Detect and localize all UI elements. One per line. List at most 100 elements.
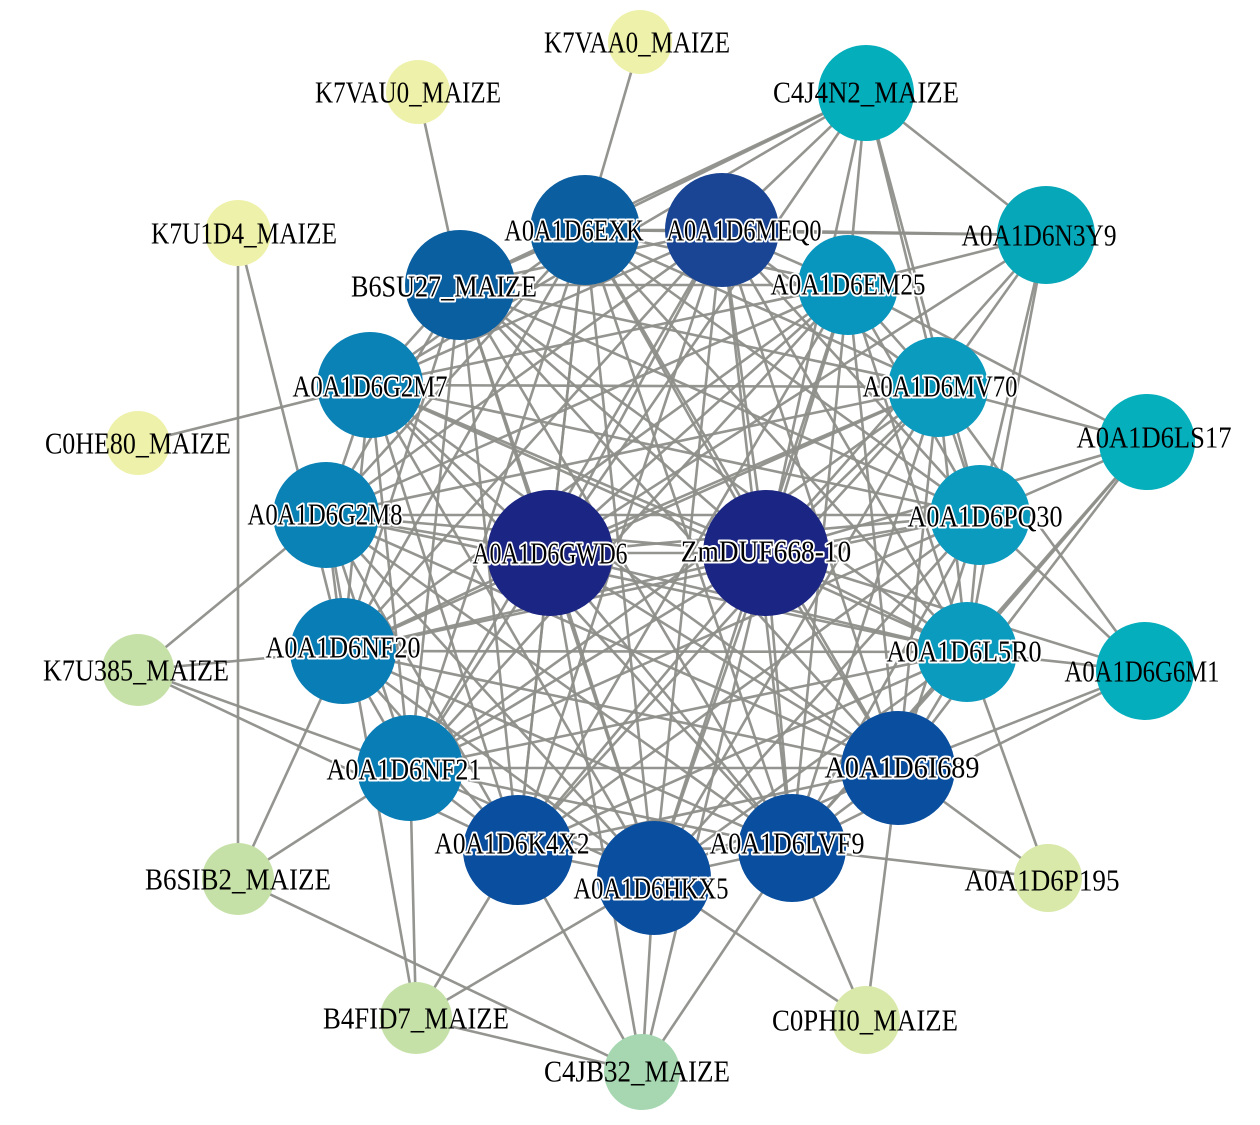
node-C4J4N2[interactable] <box>818 45 914 141</box>
edge-MEQ0-I689 <box>720 229 900 769</box>
node-label-LVF9: A0A1D6LVF9 <box>710 826 865 861</box>
edge-NF20-L5R0 <box>342 649 968 654</box>
node-B6SIB2[interactable] <box>202 843 274 915</box>
node-label-G6M1: A0A1D6G6M1 <box>1065 654 1220 689</box>
edge-MEQ0-L5R0 <box>720 229 969 653</box>
node-K4X2[interactable] <box>463 795 573 905</box>
node-C4JB32[interactable] <box>604 1034 680 1110</box>
node-I689[interactable] <box>841 711 955 825</box>
node-B6SU27[interactable] <box>405 230 515 340</box>
node-label-HKX5: A0A1D6HKX5 <box>574 871 729 906</box>
node-label-GWD6: A0A1D6GWD6 <box>473 536 628 571</box>
node-label-K7VAU0: K7VAU0_MAIZE <box>315 75 501 110</box>
edge-EXK-PQ30 <box>584 228 981 517</box>
edge-N3Y9-L5R0 <box>965 234 1048 653</box>
node-B4FID7[interactable] <box>380 982 452 1054</box>
edge-PQ30-LVF9 <box>790 514 982 849</box>
node-G2M8[interactable] <box>273 462 379 568</box>
node-NF21[interactable] <box>357 715 463 821</box>
edge-B6SIB2-C4JB32 <box>237 877 643 1074</box>
edge-C4JB32-GWD6 <box>548 552 644 1073</box>
node-G2M7[interactable] <box>317 332 423 438</box>
edge-EM25-G2M8 <box>325 283 849 517</box>
node-LVF9[interactable] <box>738 794 846 902</box>
edge-N3Y9-EXK <box>584 228 1047 237</box>
edge-EXK-L5R0 <box>584 229 968 653</box>
edge-C4J4N2-PQ30 <box>864 92 982 516</box>
node-K7VAA0[interactable] <box>608 10 672 74</box>
node-ZmDUF[interactable] <box>703 490 829 616</box>
edge-MV70-NF20 <box>342 385 939 653</box>
edge-G2M7-ZmDUF <box>369 383 767 555</box>
edge-G2M8-LVF9 <box>325 513 793 850</box>
node-label-G2M8: A0A1D6G2M8 <box>248 497 403 532</box>
node-label-B6SU27: B6SU27_MAIZE <box>351 269 537 304</box>
edge-EXK-G2M8 <box>325 229 586 516</box>
node-label-K7VAA0: K7VAA0_MAIZE <box>544 25 730 60</box>
node-label-G2M7: A0A1D6G2M7 <box>293 369 448 404</box>
edge-B6SU27-L5R0 <box>459 283 968 654</box>
node-label-NF21: A0A1D6NF21 <box>327 752 482 787</box>
edge-EXK-MV70 <box>584 228 939 389</box>
node-HKX5[interactable] <box>597 821 711 935</box>
node-label-NF20: A0A1D6NF20 <box>266 630 421 665</box>
edge-G2M7-MV70 <box>369 383 939 389</box>
node-MEQ0[interactable] <box>665 173 779 287</box>
node-label-N3Y9: A0A1D6N3Y9 <box>962 218 1117 253</box>
node-K7U1D4[interactable] <box>205 200 271 266</box>
node-label-MEQ0: A0A1D6MEQ0 <box>667 213 822 248</box>
edge-EM25-NF20 <box>342 283 849 653</box>
node-label-ZmDUF: ZmDUF668-10 <box>681 534 852 569</box>
edge-EXK-NF21 <box>408 229 587 769</box>
edge-G2M8-L5R0 <box>325 513 968 654</box>
edge-MV70-LVF9 <box>790 386 940 849</box>
node-EM25[interactable] <box>798 235 898 335</box>
edge-MEQ0-PQ30 <box>721 229 981 516</box>
node-label-P195: A0A1D6P195 <box>965 863 1120 898</box>
edge-L5R0-HKX5 <box>653 650 968 880</box>
edge-MV70-G2M8 <box>325 385 939 517</box>
edge-B6SU27-NF21 <box>408 284 462 769</box>
edge-NF20-LVF9 <box>342 649 793 850</box>
edge-MEQ0-NF20 <box>342 229 723 652</box>
node-GWD6[interactable] <box>487 490 613 616</box>
edge-L5R0-NF21 <box>409 650 968 770</box>
edge-G6M1-LVF9 <box>791 669 1146 850</box>
node-PQ30[interactable] <box>930 465 1030 565</box>
node-label-LS17: A0A1D6LS17 <box>1077 420 1232 455</box>
edge-NF21-LVF9 <box>409 766 793 850</box>
node-N3Y9[interactable] <box>997 186 1095 284</box>
edge-EXK-NF20 <box>341 229 587 652</box>
node-NF20[interactable] <box>290 598 396 704</box>
edge-PQ30-K4X2 <box>517 513 981 852</box>
node-MV70[interactable] <box>888 337 988 437</box>
node-K7VAU0[interactable] <box>386 60 450 124</box>
edge-MV70-I689 <box>896 386 940 769</box>
node-label-L5R0: A0A1D6L5R0 <box>887 634 1042 669</box>
node-P195[interactable] <box>1014 844 1082 912</box>
node-label-EM25: A0A1D6EM25 <box>771 267 926 302</box>
edge-G2M8-K4X2 <box>324 514 520 851</box>
node-G6M1[interactable] <box>1096 622 1194 720</box>
node-C0PHI0[interactable] <box>832 986 900 1054</box>
edge-NF20-I689 <box>342 649 899 770</box>
node-label-K7U1D4: K7U1D4_MAIZE <box>151 216 337 251</box>
edge-B4FID7-C4JB32 <box>415 1016 643 1074</box>
edge-LS17-EM25 <box>847 283 1148 444</box>
node-label-C0PHI0: C0PHI0_MAIZE <box>772 1003 958 1038</box>
node-label-C4JB32: C4JB32_MAIZE <box>544 1054 730 1089</box>
edge-EM25-GWD6 <box>549 284 849 554</box>
edge-C4JB32-ZmDUF <box>640 552 768 1073</box>
node-label-K7U385: K7U385_MAIZE <box>43 653 229 688</box>
node-K7U385[interactable] <box>102 634 174 706</box>
nodes-layer <box>102 10 1195 1110</box>
edge-EM25-L5R0 <box>846 284 969 653</box>
node-label-I689: A0A1D6I689 <box>825 750 980 785</box>
node-LS17[interactable] <box>1099 394 1195 490</box>
node-L5R0[interactable] <box>917 602 1017 702</box>
node-EXK[interactable] <box>530 175 640 285</box>
node-C0HE80[interactable] <box>106 411 170 475</box>
node-label-C4J4N2: C4J4N2_MAIZE <box>773 75 959 110</box>
labels-layer: K7VAA0_MAIZE K7VAU0_MAIZE C4J4N2_MAIZE K7U1… <box>43 25 1232 1089</box>
